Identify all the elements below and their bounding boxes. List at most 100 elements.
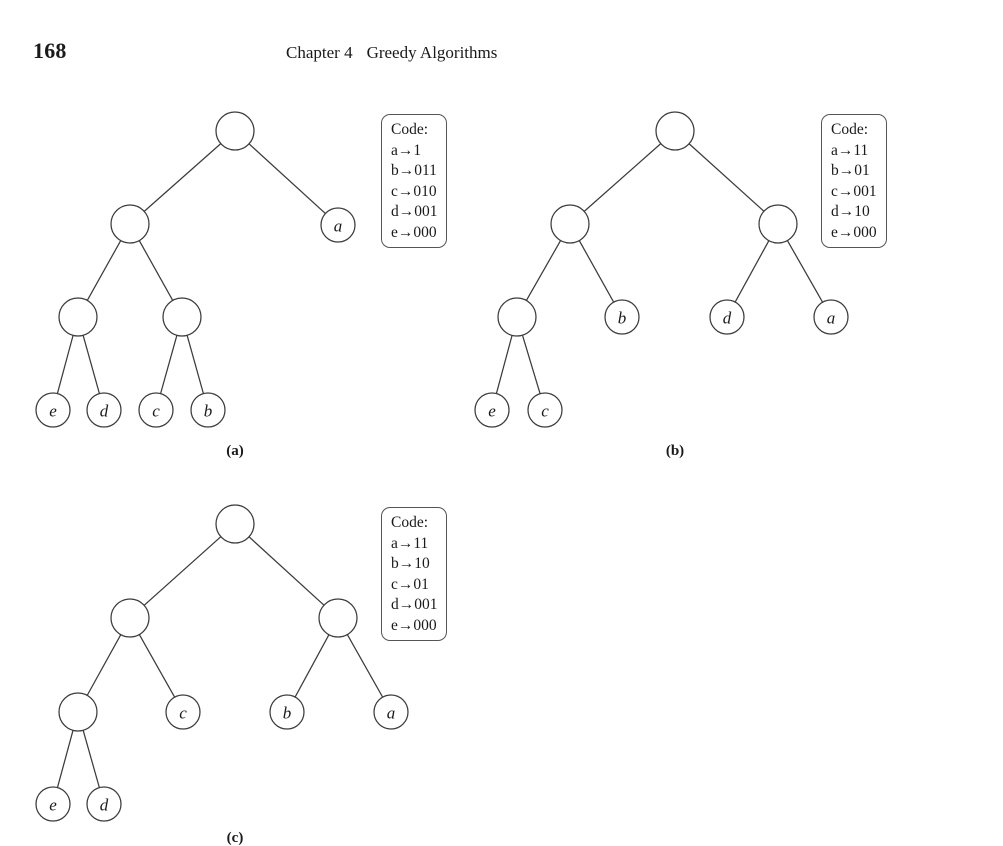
node-circle [58, 297, 98, 337]
panel-caption-b: (b) [665, 443, 685, 459]
node-label: d [723, 309, 732, 328]
tree-node-leaf-c: c [165, 694, 201, 730]
node-label: d [100, 796, 109, 815]
tree-node-n-1 [318, 598, 358, 638]
tree-node-leaf-d: d [709, 299, 745, 335]
code-box-entry: a→11 [831, 141, 869, 159]
tree-edge [186, 335, 205, 394]
node-label: d [100, 402, 109, 421]
node-label: c [152, 402, 160, 421]
node-circle [35, 392, 71, 428]
tree-node-leaf-d: d [86, 392, 122, 428]
tree-edge [143, 536, 222, 606]
code-box-entry: a→1 [391, 141, 422, 159]
running-head: Chapter 4 Greedy Algorithms [286, 44, 497, 61]
node-circle [474, 392, 510, 428]
node-circle [190, 392, 226, 428]
tree-node-n-0 [550, 204, 590, 244]
running-head-chapter: Chapter 4 [286, 43, 353, 62]
node-circle [655, 111, 695, 151]
node-circle [269, 694, 305, 730]
node-label: b [283, 704, 292, 723]
tree-node-root [215, 111, 255, 151]
panel-caption-c: (c) [226, 830, 244, 846]
node-circle [604, 299, 640, 335]
tree-node-leaf-b: b [269, 694, 305, 730]
tree-node-leaf-d: d [86, 786, 122, 822]
tree-node-leaf-a: a [373, 694, 409, 730]
tree-edge [138, 634, 176, 698]
tree-edge [521, 335, 541, 394]
node-circle [215, 504, 255, 544]
tree-node-root [655, 111, 695, 151]
node-label: e [49, 402, 57, 421]
node-circle [373, 694, 409, 730]
tree-edge [138, 240, 174, 301]
node-circle [86, 392, 122, 428]
tree-edge [143, 143, 222, 212]
tree-node-n-00 [58, 297, 98, 337]
node-circle [138, 392, 174, 428]
node-label: b [204, 402, 213, 421]
node-circle [215, 111, 255, 151]
tree-node-root [215, 504, 255, 544]
tree-node-leaf-e: e [35, 786, 71, 822]
tree-edge [86, 634, 122, 696]
node-label: e [49, 796, 57, 815]
tree-edge [56, 730, 74, 788]
code-box-entry: b→01 [831, 162, 870, 179]
code-box-entry: e→000 [391, 223, 437, 241]
tree-node-leaf-e: e [35, 392, 71, 428]
node-circle [527, 392, 563, 428]
tree-edge [82, 335, 101, 394]
node-label: b [618, 309, 627, 328]
node-circle [58, 692, 98, 732]
node-circle [86, 786, 122, 822]
tree-edge [688, 143, 765, 212]
code-box-entry: b→10 [391, 555, 430, 572]
code-box-entry: d→001 [391, 596, 438, 613]
node-circle [709, 299, 745, 335]
code-box-entry: a→11 [391, 534, 429, 552]
tree-edge [56, 335, 74, 394]
node-circle [550, 204, 590, 244]
code-box-entry: d→10 [831, 203, 870, 220]
tree-node-n-00 [58, 692, 98, 732]
tree-node-n-00 [497, 297, 537, 337]
page-number: 168 [33, 38, 67, 63]
tree-node-leaf-e: e [474, 392, 510, 428]
tree-node-n-0 [110, 204, 150, 244]
tree-edge [86, 240, 122, 301]
node-label: a [827, 309, 836, 328]
node-circle [35, 786, 71, 822]
code-box-entry: c→001 [831, 182, 877, 200]
tree-edge [583, 143, 662, 212]
node-circle [497, 297, 537, 337]
node-circle [110, 598, 150, 638]
node-circle [813, 299, 849, 335]
node-circle [162, 297, 202, 337]
running-head-title: Greedy Algorithms [366, 43, 498, 62]
tree-edge [578, 240, 615, 303]
node-circle [318, 598, 358, 638]
node-label: a [387, 704, 396, 723]
tree-node-leaf-a: a [320, 207, 356, 243]
tree-edge [346, 634, 384, 698]
code-box-entry: e→000 [831, 223, 877, 241]
panel-caption-a: (a) [226, 443, 244, 459]
tree-node-n-0 [110, 598, 150, 638]
code-box-title: Code: [391, 514, 429, 531]
tree-edge [159, 335, 178, 394]
tree-node-leaf-a: a [813, 299, 849, 335]
tree-edge [248, 143, 326, 215]
node-label: e [488, 402, 496, 421]
tree-edge [734, 240, 770, 303]
code-box-entry: c→010 [391, 182, 437, 200]
